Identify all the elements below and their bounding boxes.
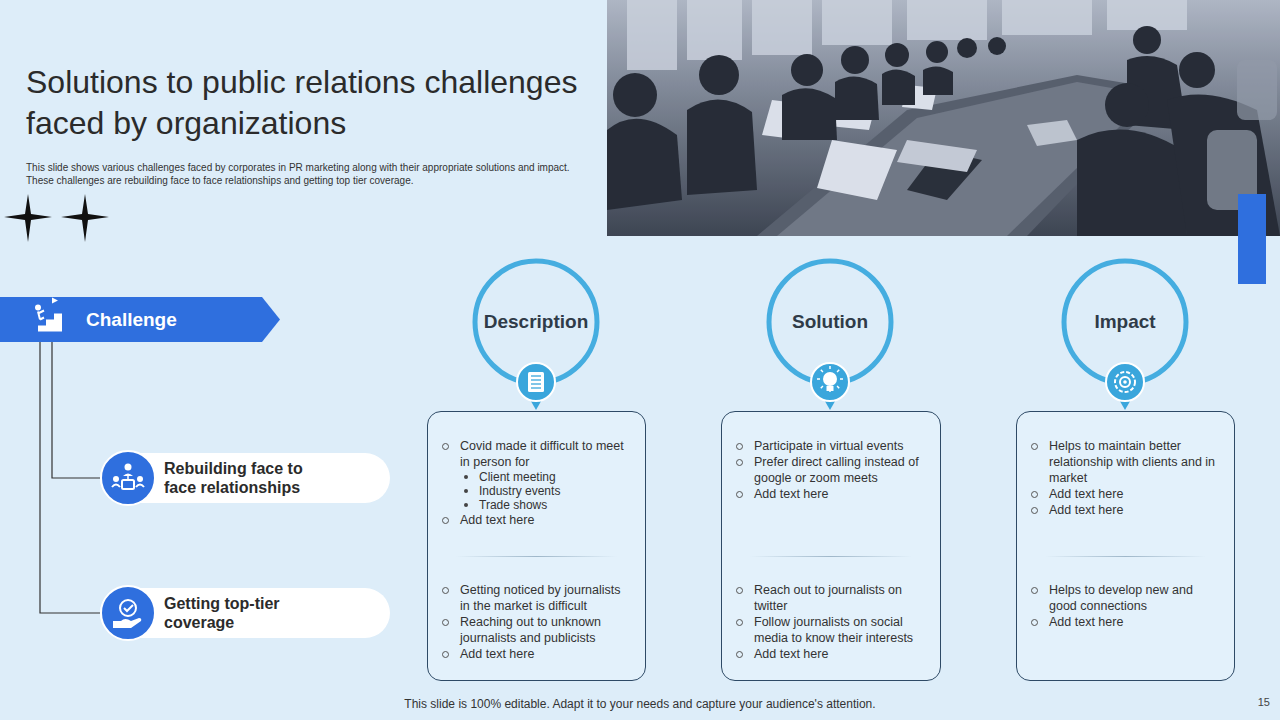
- header-circle: Description: [472, 258, 600, 386]
- accent-bar: [1238, 194, 1266, 284]
- header-ring: [766, 258, 894, 418]
- footer-note: This slide is 100% editable. Adapt it to…: [340, 697, 940, 711]
- bullet-text: Add text here: [1017, 502, 1234, 518]
- bullet-text: Helps to maintain better relationship wi…: [1017, 438, 1234, 486]
- header-ring: [1061, 258, 1189, 418]
- section-divider: [750, 556, 912, 557]
- bullet-text: Add text here: [1017, 486, 1234, 502]
- banner-label: Challenge: [86, 297, 177, 342]
- bullet-group: Reach out to journalists on twitterFollo…: [722, 582, 940, 662]
- bullet-text: Participate in virtual events: [722, 438, 940, 454]
- slide-title: Solutions to public relations challenges…: [26, 62, 611, 144]
- header-circle: Solution: [766, 258, 894, 386]
- bullet-group: Participate in virtual eventsPrefer dire…: [722, 438, 940, 502]
- header-circle: Impact: [1061, 258, 1189, 386]
- challenge-icon: [100, 450, 156, 506]
- challenge-pill: Getting top-tier coverage: [100, 588, 390, 638]
- section-divider: [456, 556, 617, 557]
- bullet-text: Reaching out to unknown journalists and …: [428, 614, 645, 646]
- bullet-group: Helps to maintain better relationship wi…: [1017, 438, 1234, 518]
- bullet-text: Add text here: [428, 512, 645, 528]
- header-ring: [472, 258, 600, 418]
- bullet-text: Follow journalists on social media to kn…: [722, 614, 940, 646]
- bullet-text: Helps to develop new and good connection…: [1017, 582, 1234, 614]
- bullet-text: Add text here: [428, 646, 645, 662]
- challenge-pill: Rebuilding face to face relationships: [100, 453, 390, 503]
- bullet-text: Add text here: [722, 486, 940, 502]
- bullet-group: Getting noticed by journalists in the ma…: [428, 582, 645, 662]
- bullet-group: Helps to develop new and good connection…: [1017, 582, 1234, 630]
- sub-bullet-text: Client meeting: [428, 470, 645, 484]
- bullet-group: Covid made it difficult to meet in perso…: [428, 438, 645, 528]
- header-label: Impact: [1061, 258, 1189, 386]
- section-divider: [1045, 556, 1206, 557]
- tree-connector: [40, 342, 100, 613]
- content-box: Helps to maintain better relationship wi…: [1016, 411, 1235, 681]
- challenge-label: Getting top-tier coverage: [164, 594, 329, 632]
- sub-bullet-text: Trade shows: [428, 498, 645, 512]
- content-box: Covid made it difficult to meet in perso…: [427, 411, 646, 681]
- challenge-label: Rebuilding face to face relationships: [164, 459, 329, 497]
- bullet-text: Reach out to journalists on twitter: [722, 582, 940, 614]
- sub-bullet-text: Industry events: [428, 484, 645, 498]
- meeting-photo: [607, 0, 1280, 236]
- page-number: 15: [1240, 696, 1270, 708]
- challenge-banner: Challenge: [0, 297, 280, 342]
- bullet-text: Covid made it difficult to meet in perso…: [428, 438, 645, 470]
- challenge-icon: [100, 585, 156, 641]
- bullet-text: Add text here: [722, 646, 940, 662]
- star-decoration: [0, 190, 120, 246]
- content-box: Participate in virtual eventsPrefer dire…: [721, 411, 941, 681]
- tree-connector: [52, 342, 100, 478]
- header-label: Solution: [766, 258, 894, 386]
- bullet-text: Getting noticed by journalists in the ma…: [428, 582, 645, 614]
- bullet-text: Prefer direct calling instead of google …: [722, 454, 940, 486]
- bullet-text: Add text here: [1017, 614, 1234, 630]
- slide-subtitle: This slide shows various challenges face…: [26, 161, 586, 187]
- header-label: Description: [472, 258, 600, 386]
